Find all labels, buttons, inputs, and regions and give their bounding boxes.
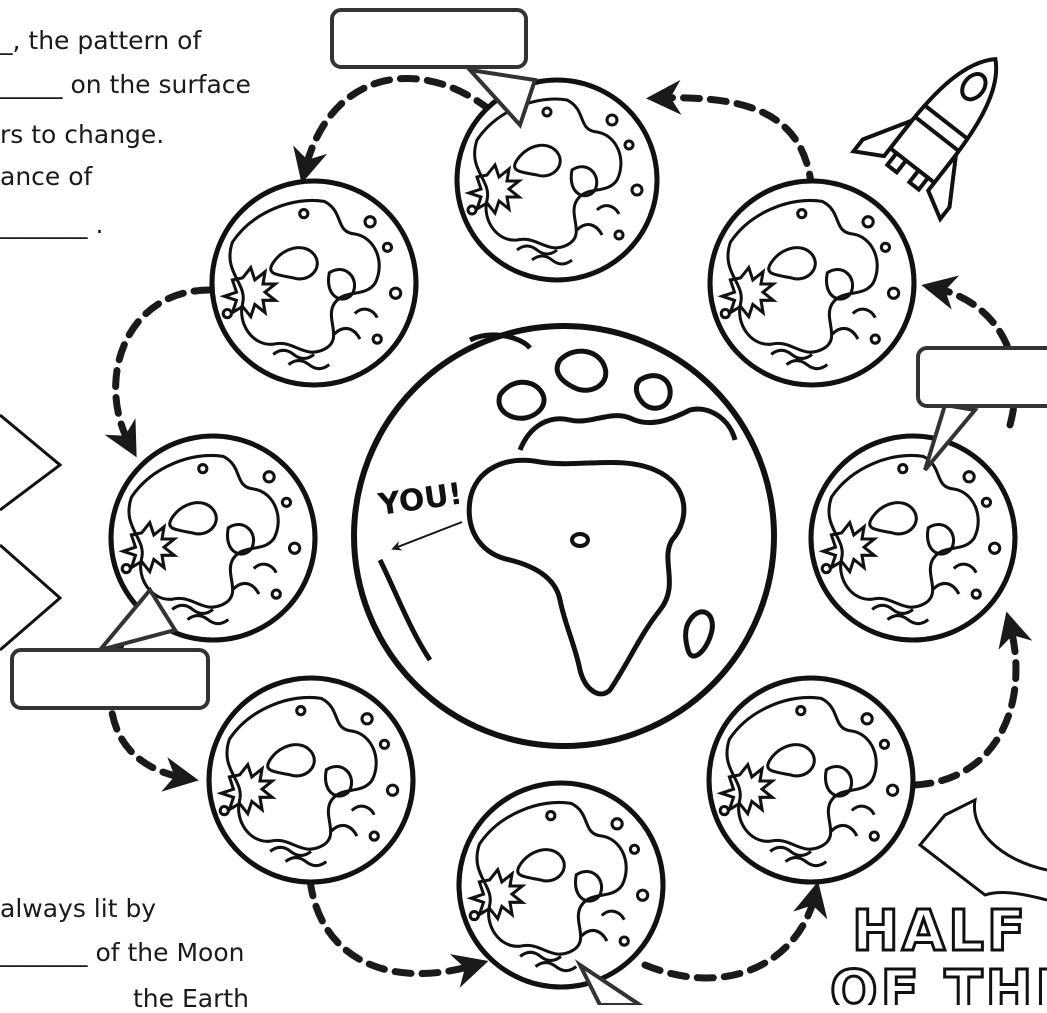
- instruction-line-2: _____ on the surface: [0, 70, 251, 99]
- callout-bottom: [574, 959, 644, 1005]
- callout-left: [10, 586, 210, 710]
- orbit-arrow-3: [104, 286, 214, 458]
- left-brackets: [0, 413, 63, 652]
- orbit-arrow-5: [306, 876, 489, 988]
- moon-bottom: [459, 783, 663, 987]
- of-the-label: OF THE: [830, 959, 1047, 1005]
- fact-line-1: always lit by: [0, 894, 157, 923]
- instruction-line-3: rs to change.: [0, 120, 165, 149]
- orbit-arrow-6: [641, 881, 828, 982]
- earth: YOU!: [351, 323, 777, 749]
- moon-upper-left: [212, 181, 416, 385]
- instruction-line-5: _______ .: [0, 210, 104, 239]
- callout-top: [330, 8, 538, 129]
- callout-right: [916, 346, 1047, 472]
- moon-top: [457, 80, 657, 280]
- orbit-arrow-1: [646, 79, 816, 194]
- moon-right: [811, 436, 1015, 640]
- half-label: HALF: [852, 899, 1028, 964]
- moon-lower-right: [709, 678, 913, 882]
- orbit-arrow-7: [911, 611, 1033, 789]
- fact-line-2: _______ of the Moon: [0, 938, 245, 967]
- space-shuttle-icon: [849, 56, 999, 223]
- instruction-line-1: _, the pattern of: [0, 26, 202, 55]
- orbit-arrow-2: [293, 75, 494, 184]
- instruction-line-4: ance of: [0, 162, 93, 191]
- moon-upper-right: [710, 181, 914, 385]
- curved-arrow: [917, 797, 1047, 902]
- moon-lower-left: [209, 678, 413, 882]
- half-of-the-lettering: HALF OF THE: [829, 898, 1047, 1006]
